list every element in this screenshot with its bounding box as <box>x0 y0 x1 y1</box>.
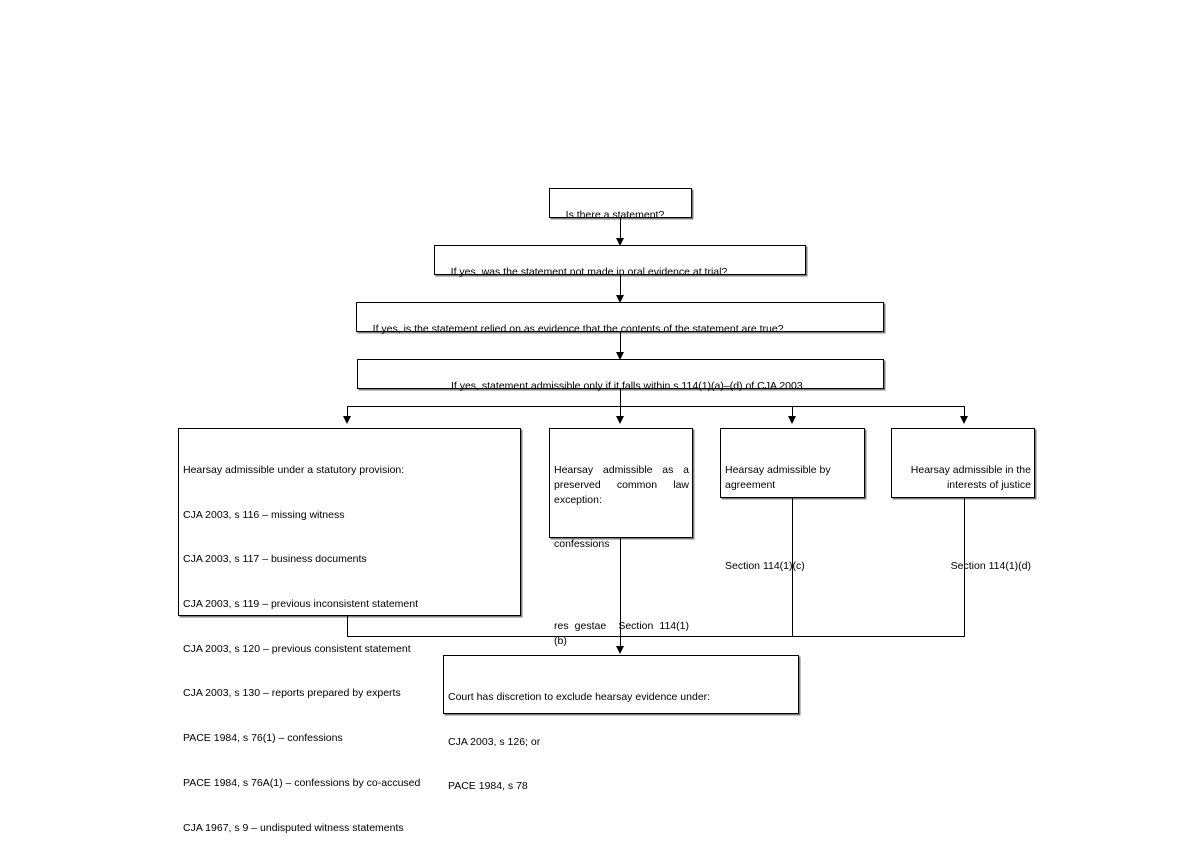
fanout-drop-branch-d <box>964 406 965 418</box>
branch-statutory-item-3: CJA 2003, s 120 – previous consistent st… <box>183 642 411 655</box>
connector-q4-down <box>620 389 621 406</box>
node-relied-on-as-evidence: If yes, is the statement relied on as ev… <box>356 302 884 335</box>
arrowhead-q2-q3 <box>616 295 624 303</box>
branch-statutory-item-1: CJA 2003, s 117 – business documents <box>183 553 367 566</box>
node-branch-statutory-provision: Hearsay admissible under a statutory pro… <box>178 428 521 834</box>
connector-branch-a-down <box>347 616 348 636</box>
node-relied-on-as-evidence-text: If yes, is the statement relied on as ev… <box>372 322 784 335</box>
branch-statutory-item-5: PACE 1984, s 76(1) – confessions <box>183 732 343 745</box>
node-admissible-only-if-114: If yes, statement admissible only if it … <box>357 359 884 392</box>
node-is-there-a-statement: Is there a statement? <box>549 188 692 221</box>
branch-statutory-item-7: CJA 1967, s 9 – undisputed witness state… <box>183 821 404 834</box>
branch-interests-section: Section 114(1)(d) <box>950 560 1031 573</box>
branch-statutory-item-2: CJA 2003, s 119 – previous inconsistent … <box>183 597 419 610</box>
branch-common-law-section: res gestae Section 114(1)(b) <box>554 619 689 647</box>
branch-common-law-item-0: confessions <box>554 538 610 551</box>
branch-common-law-heading: Hearsay admissible as a preserved common… <box>554 463 692 506</box>
node-branch-common-law-exception: Hearsay admissible as a preserved common… <box>549 428 693 647</box>
node-is-there-a-statement-text: Is there a statement? <box>565 208 665 221</box>
arrowhead-q1-q2 <box>616 238 624 246</box>
node-admissible-only-if-114-text: If yes, statement admissible only if it … <box>450 379 803 392</box>
node-branch-interests-of-justice: Hearsay admissible in the interests of j… <box>891 428 1035 572</box>
branch-statutory-item-4: CJA 2003, s 130 – reports prepared by ex… <box>183 687 401 700</box>
connector-branch-d-down <box>964 498 965 636</box>
node-court-discretion-to-exclude: Court has discretion to exclude hearsay … <box>443 655 799 792</box>
fanout-horizontal-bar <box>347 406 965 407</box>
fanout-drop-branch-b <box>620 406 621 418</box>
branch-agreement-spacer <box>725 522 861 529</box>
arrowhead-branch-c <box>788 416 796 424</box>
outcome-heading: Court has discretion to exclude hearsay … <box>448 690 711 703</box>
branch-statutory-item-6: PACE 1984, s 76A(1) – confessions by co-… <box>183 776 421 789</box>
branch-interests-heading: Hearsay admissible in the interests of j… <box>910 463 1034 491</box>
outcome-item-0: CJA 2003, s 126; or <box>448 735 541 748</box>
connector-branch-c-down <box>792 498 793 636</box>
connector-converge-to-outcome <box>620 636 621 648</box>
fanout-drop-branch-c <box>792 406 793 418</box>
arrowhead-branch-b <box>616 416 624 424</box>
node-not-made-in-oral-evidence-text: If yes, was the statement not made in or… <box>450 265 728 278</box>
connector-branch-b-down <box>620 538 621 636</box>
arrowhead-q3-q4 <box>616 352 624 360</box>
node-branch-by-agreement: Hearsay admissible by agreement Section … <box>720 428 865 572</box>
branch-agreement-section: Section 114(1)(c) <box>725 560 805 573</box>
connector-q1-q2 <box>620 218 621 242</box>
connector-q3-q4 <box>620 332 621 356</box>
converge-horizontal-bar <box>347 636 965 637</box>
arrowhead-branch-d <box>960 416 968 424</box>
arrowhead-outcome <box>616 646 624 654</box>
branch-statutory-item-0: CJA 2003, s 116 – missing witness <box>183 508 345 521</box>
arrowhead-branch-a <box>343 416 351 424</box>
connector-q2-q3 <box>620 275 621 299</box>
branch-agreement-heading: Hearsay admissible by agreement <box>725 463 834 491</box>
branch-statutory-heading: Hearsay admissible under a statutory pro… <box>183 463 405 476</box>
node-not-made-in-oral-evidence: If yes, was the statement not made in or… <box>434 245 806 278</box>
fanout-drop-branch-a <box>347 406 348 418</box>
outcome-item-1: PACE 1984, s 78 <box>448 780 528 793</box>
branch-common-law-spacer <box>554 582 689 589</box>
